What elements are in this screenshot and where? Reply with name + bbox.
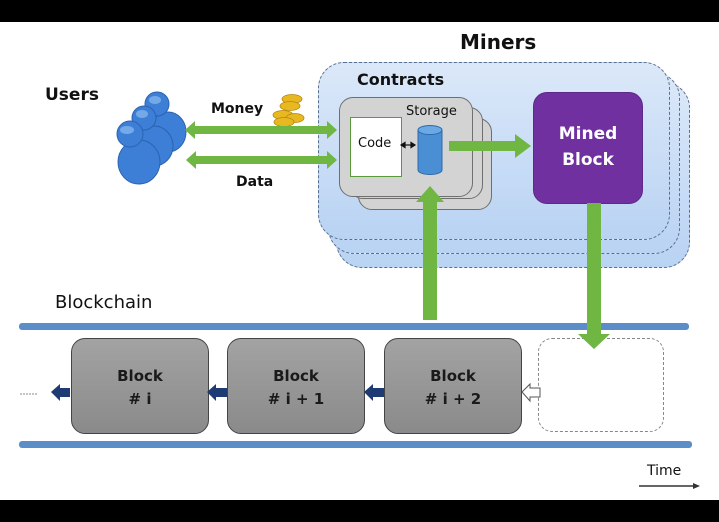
- block-index: # i + 1: [267, 390, 325, 408]
- block-i-plus-2: Block # i + 2: [384, 338, 522, 434]
- diagram-graphics: [20, 91, 700, 489]
- chain-arrow-left-2: [207, 384, 227, 401]
- code-storage-link-icon: [399, 141, 417, 149]
- chain-to-storage-arrow: [416, 186, 444, 320]
- chain-arrow-left-3: [364, 384, 384, 401]
- block-title: Block: [273, 367, 319, 385]
- block-title: Block: [117, 367, 163, 385]
- coins-icon: [272, 94, 305, 127]
- block-i-plus-1: Block # i + 1: [227, 338, 365, 434]
- storage-label: Storage: [406, 104, 457, 119]
- mined-block: Mined Block: [533, 92, 643, 204]
- mined-block-line2: Block: [562, 150, 614, 170]
- mined-to-chain-arrow: [578, 203, 610, 349]
- next-block-placeholder: [538, 338, 664, 432]
- blockchain-diagram: Miners Contracts Code Storage Mined Bloc…: [0, 22, 719, 500]
- code-box: Code: [350, 117, 402, 177]
- pending-link-arrow: [521, 382, 541, 403]
- time-label: Time: [647, 463, 682, 479]
- code-label: Code: [358, 136, 392, 151]
- blockchain-rail-top: [19, 323, 689, 330]
- chain-arrow-left-1: [51, 384, 70, 401]
- time-arrow: [639, 483, 700, 489]
- block-i: Block # i: [71, 338, 209, 434]
- blockchain-label: Blockchain: [55, 292, 153, 313]
- money-arrow: [185, 121, 337, 139]
- mined-block-line1: Mined: [558, 124, 618, 144]
- data-label: Data: [236, 174, 274, 190]
- block-title: Block: [430, 367, 476, 385]
- database-cylinder-icon: [417, 125, 443, 175]
- storage-to-mined-arrow: [449, 134, 531, 158]
- block-index: # i: [128, 390, 152, 408]
- users-group-icon: [116, 91, 187, 185]
- miners-label: Miners: [460, 30, 537, 54]
- contracts-label: Contracts: [357, 70, 445, 89]
- blockchain-rail-bottom: [19, 441, 692, 448]
- users-label: Users: [45, 85, 99, 105]
- block-index: # i + 2: [424, 390, 482, 408]
- data-arrow: [186, 151, 337, 169]
- money-label: Money: [211, 101, 264, 117]
